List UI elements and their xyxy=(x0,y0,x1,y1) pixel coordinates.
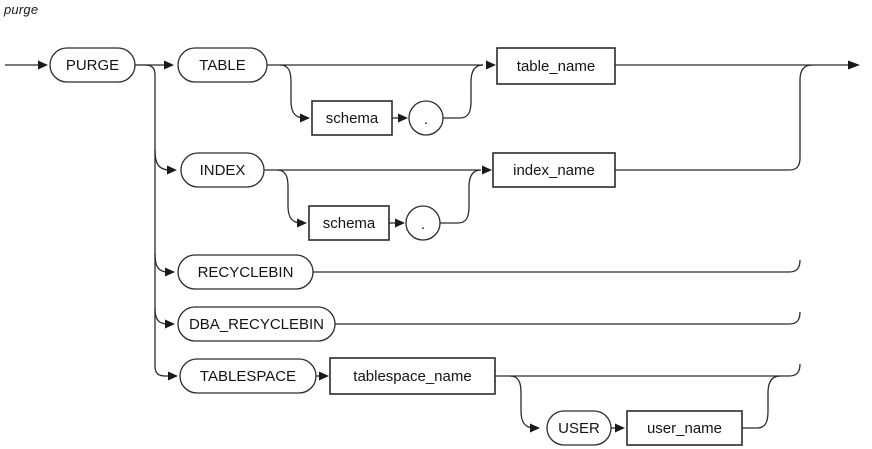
dba-recyclebin-branch: DBA_RECYCLEBIN xyxy=(177,306,801,342)
node-tablespace-name: tablespace_name xyxy=(329,357,496,395)
table-branch: TABLE schema . table_name xyxy=(177,47,860,136)
recyclebin-branch: RECYCLEBIN xyxy=(177,254,801,290)
node-user-label: USER xyxy=(558,420,600,437)
node-purge: PURGE xyxy=(49,47,136,83)
node-dba-recyclebin-label: DBA_RECYCLEBIN xyxy=(189,316,324,333)
node-dot-table-label: . xyxy=(424,111,428,128)
node-recyclebin: RECYCLEBIN xyxy=(177,254,314,290)
entry-track xyxy=(5,60,48,70)
node-index: INDEX xyxy=(180,152,265,188)
node-schema-table-label: schema xyxy=(326,110,379,127)
node-tablespace-label: TABLESPACE xyxy=(200,368,296,385)
node-table-name-label: table_name xyxy=(517,58,595,75)
node-schema-table: schema xyxy=(311,100,393,136)
branch-spine xyxy=(135,60,178,381)
diagram-title: purge xyxy=(4,2,39,17)
node-index-name-label: index_name xyxy=(513,162,595,179)
node-tablespace: TABLESPACE xyxy=(179,358,317,394)
tablespace-branch: TABLESPACE tablespace_name USER user_ xyxy=(179,357,801,446)
node-dba-recyclebin: DBA_RECYCLEBIN xyxy=(177,306,336,342)
node-purge-label: PURGE xyxy=(66,57,119,74)
node-table: TABLE xyxy=(177,47,268,83)
node-user-name: user_name xyxy=(626,410,743,446)
node-dot-table: . xyxy=(408,100,444,136)
node-table-name: table_name xyxy=(496,47,616,85)
node-dot-index-label: . xyxy=(421,216,425,233)
index-branch: INDEX schema . index_name xyxy=(180,64,813,241)
node-user-name-label: user_name xyxy=(647,420,722,437)
node-schema-index-label: schema xyxy=(323,215,376,232)
node-dot-index: . xyxy=(405,205,441,241)
node-schema-index: schema xyxy=(308,205,390,241)
node-table-label: TABLE xyxy=(199,57,245,74)
node-tablespace-name-label: tablespace_name xyxy=(353,368,471,385)
node-index-label: INDEX xyxy=(200,162,246,179)
node-user: USER xyxy=(546,410,612,446)
node-recyclebin-label: RECYCLEBIN xyxy=(198,264,294,281)
node-index-name: index_name xyxy=(492,152,616,188)
